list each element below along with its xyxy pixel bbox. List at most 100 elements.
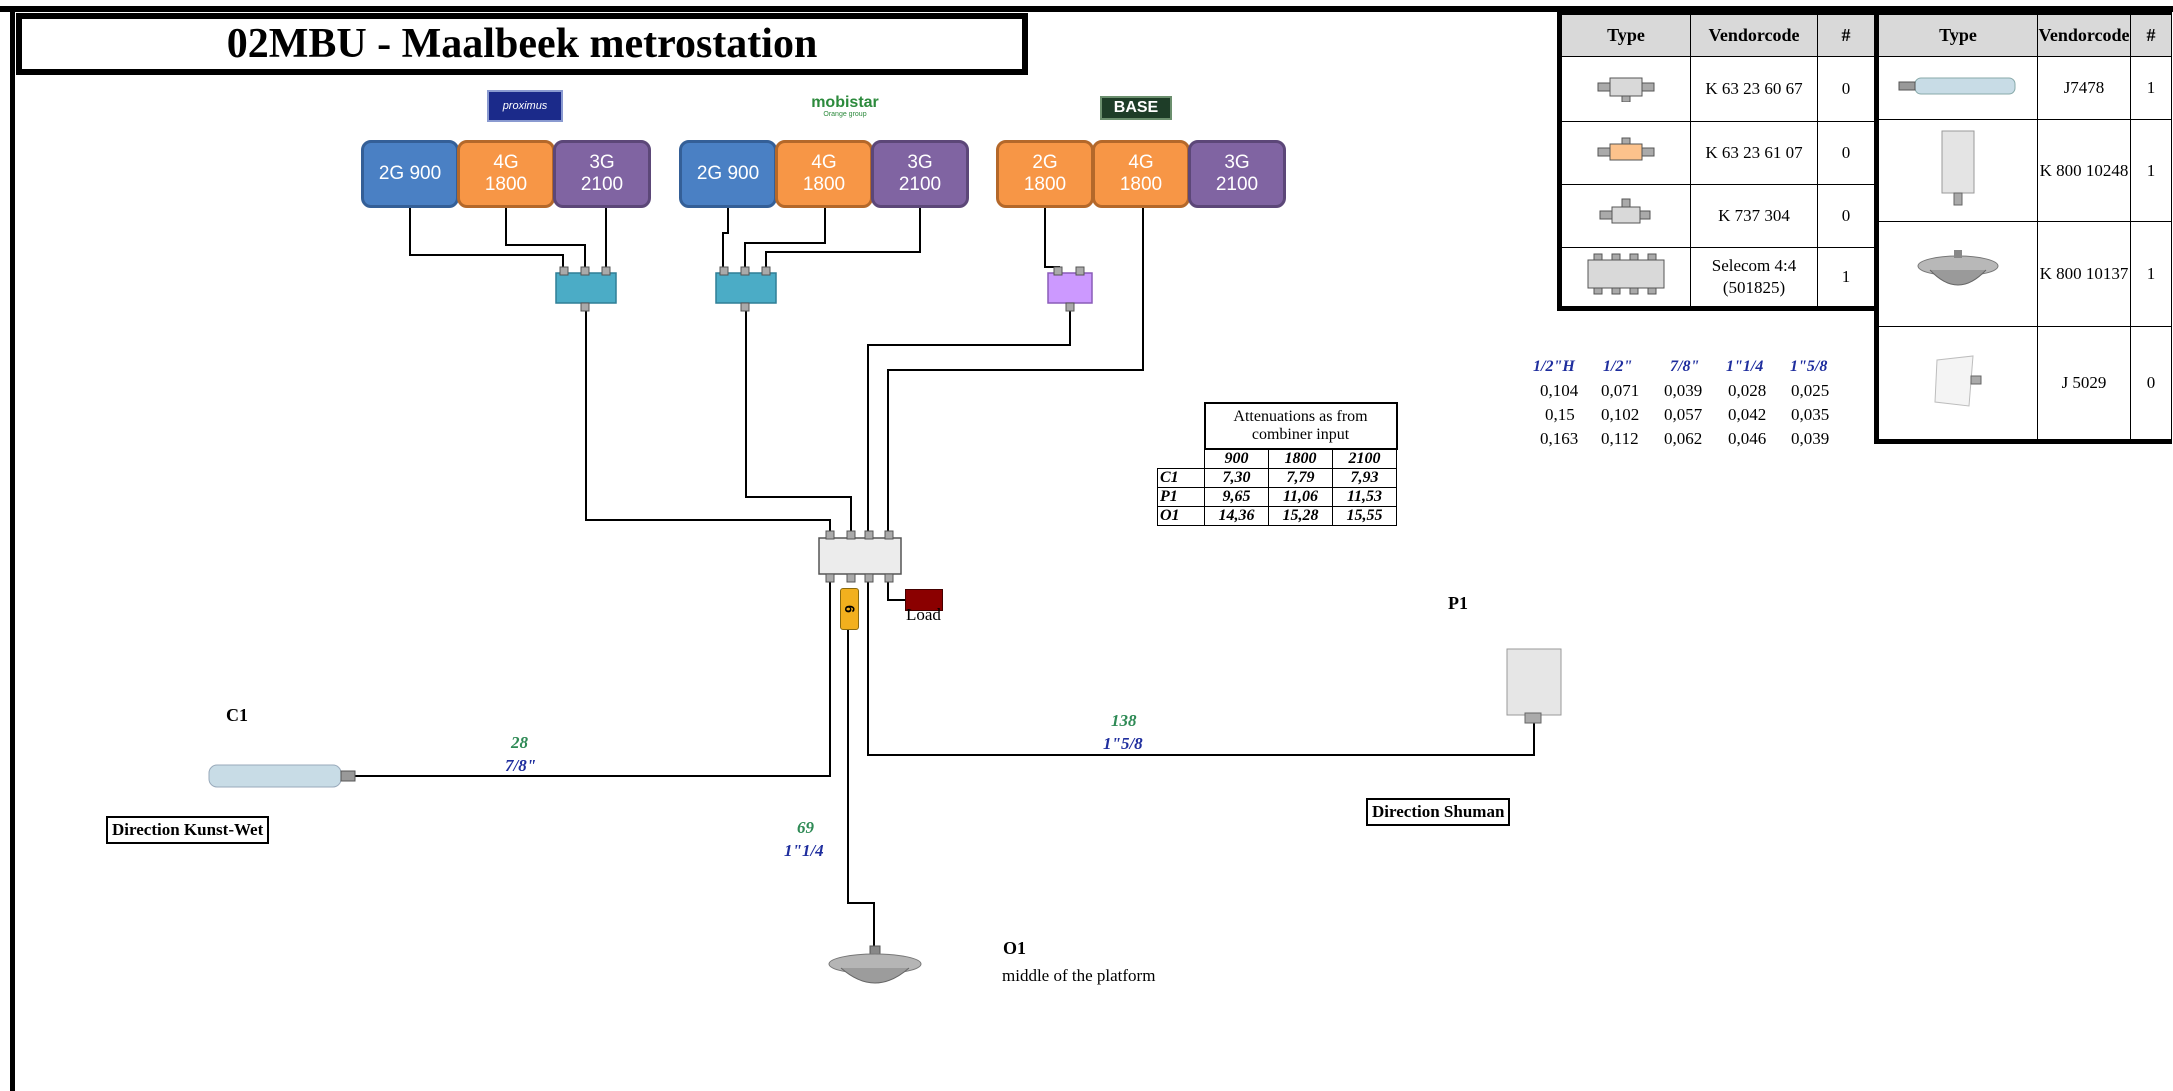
table-cell: 11,06	[1268, 487, 1333, 507]
cable-loss-value: 0,035	[1791, 405, 1830, 424]
cable-o1-type: 1"1/4	[784, 841, 824, 860]
splitter-2way-orange-icon	[1597, 137, 1655, 160]
base-logo: BASE	[1100, 96, 1172, 120]
wire	[355, 575, 831, 777]
table-row: J7478 1	[1876, 56, 2172, 120]
count-cell: 0	[1817, 184, 1877, 248]
cable-loss-value: 0,039	[1791, 429, 1830, 448]
cable-loss-value: 0,163	[1540, 429, 1579, 448]
antenna-o1-note: middle of the platform	[1002, 966, 1156, 985]
attenuation-table: Attenuations as from combiner input 900 …	[1157, 402, 1398, 526]
combiner-4x4-icon	[818, 530, 902, 583]
cable-loss-value: 0,028	[1728, 381, 1767, 400]
band-mobistar-4g1800: 4G 1800	[775, 140, 873, 208]
band-base-3g2100: 3G 2100	[1188, 140, 1286, 208]
cable-loss-header: 1/2"H	[1533, 358, 1575, 375]
wire	[867, 575, 1535, 756]
cable-c1-length: 28	[511, 733, 528, 752]
combiner-4x4-icon	[1587, 253, 1665, 294]
row-label: C1	[1157, 468, 1205, 488]
cable-loss-header: 1/2"	[1603, 358, 1633, 375]
antenna-o1-label: O1	[1003, 938, 1027, 958]
cable-loss-value: 0,057	[1664, 405, 1703, 424]
splitter-2way-grey-icon	[1597, 77, 1655, 102]
panel-antenna-icon	[1506, 648, 1562, 724]
cable-o1-length: 69	[797, 818, 814, 837]
count-cell: 1	[2130, 56, 2172, 120]
count-cell: 1	[2130, 119, 2172, 222]
row-label: P1	[1157, 487, 1205, 507]
splitter-tee-grey-icon	[1599, 198, 1651, 223]
antenna-p1-label: P1	[1448, 593, 1468, 613]
page-frame-top	[0, 6, 2173, 12]
mobistar-logo: mobistar Orange group	[811, 94, 879, 119]
vendorcode-cell: K 737 304	[1690, 184, 1818, 248]
cable-loss-header: 1"5/8	[1790, 358, 1828, 375]
band-proximus-4g1800: 4G 1800	[457, 140, 555, 208]
wire	[744, 205, 826, 267]
wire	[867, 308, 1071, 533]
band-header: 2100	[1332, 448, 1397, 469]
wire	[765, 205, 921, 267]
cable-loss-value: 0,062	[1664, 429, 1703, 448]
table-row: K 800 10248 1	[1876, 119, 2172, 222]
count-cell: 1	[1817, 247, 1877, 309]
table-cell: 14,36	[1204, 506, 1269, 526]
wire	[847, 630, 875, 948]
attenuator-icon: 6	[840, 588, 859, 630]
count-cell: 0	[1817, 121, 1877, 185]
attenuator-label: 6	[841, 605, 858, 613]
band-proximus-3g2100: 3G 2100	[553, 140, 651, 208]
load-terminator-icon	[905, 589, 943, 611]
small-panel-antenna-icon	[1934, 354, 1982, 407]
cable-loss-header: 7/8"	[1670, 358, 1700, 375]
cable-loss-value: 0,104	[1540, 381, 1579, 400]
vendorcode-cell: K 63 23 61 07	[1690, 121, 1818, 185]
direction-kunst-wet-label: Direction Kunst-Wet	[106, 816, 270, 844]
column-header: #	[1817, 12, 1877, 57]
ceiling-antenna-icon	[828, 945, 922, 984]
page-title: 02MBU - Maalbeek metrostation	[16, 13, 1028, 75]
panel-antenna-icon	[1941, 130, 1975, 206]
splitter-3way-icon	[555, 266, 617, 312]
wire	[585, 310, 831, 533]
cable-loss-value: 0,025	[1791, 381, 1830, 400]
cable-c1-type: 7/8"	[505, 756, 537, 775]
cable-p1-type: 1"5/8	[1103, 734, 1143, 753]
antenna-inventory-table: Type Vendorcode # J7478 1 K 800 10248 1 …	[1874, 10, 2172, 444]
cable-loss-value: 0,071	[1601, 381, 1640, 400]
vendorcode-cell: J 5029	[2037, 326, 2131, 442]
page-frame-left	[10, 6, 15, 1091]
cable-loss-header: 1"1/4	[1726, 358, 1764, 375]
ceiling-antenna-icon	[1917, 249, 1999, 285]
band-mobistar-2g900: 2G 900	[679, 140, 777, 208]
table-row: Selecom 4:4 (501825) 1	[1559, 247, 1877, 309]
column-header: #	[2130, 12, 2172, 57]
wire	[722, 205, 729, 267]
cable-loss-value: 0,112	[1601, 429, 1639, 448]
wire	[745, 310, 852, 533]
column-header: Vendorcode	[1690, 12, 1818, 57]
antenna-c1-label: C1	[226, 705, 248, 725]
table-row: J 5029 0	[1876, 326, 2172, 442]
column-header: Vendorcode	[2037, 12, 2131, 57]
omni-antenna-tube-icon	[1898, 77, 2016, 94]
count-cell: 0	[1817, 56, 1877, 122]
vendorcode-cell: Selecom 4:4 (501825)	[1690, 247, 1818, 309]
omni-antenna-tube-icon	[208, 764, 356, 788]
cable-p1-length: 138	[1111, 711, 1137, 730]
table-cell: 15,28	[1268, 506, 1333, 526]
column-header: Type	[1876, 12, 2038, 57]
count-cell: 1	[2130, 221, 2172, 327]
table-row: K 737 304 0	[1559, 184, 1877, 248]
band-header: 900	[1204, 448, 1269, 469]
splitter-2way-icon	[1047, 266, 1093, 312]
table-row: K 800 10137 1	[1876, 221, 2172, 327]
table-cell: 7,30	[1204, 468, 1269, 488]
table-row: K 63 23 61 07 0	[1559, 121, 1877, 185]
component-inventory-table: Type Vendorcode # K 63 23 60 67 0 K 63 2…	[1557, 10, 1879, 311]
vendorcode-cell: K 800 10137	[2037, 221, 2131, 327]
cable-loss-value: 0,046	[1728, 429, 1767, 448]
